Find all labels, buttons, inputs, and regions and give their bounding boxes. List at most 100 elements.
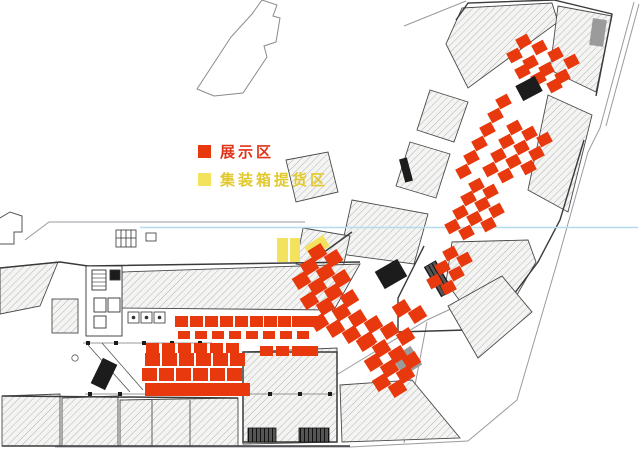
exhibition-marker <box>291 271 312 290</box>
exhibition-marker <box>521 125 538 142</box>
exhibition-marker <box>536 131 553 148</box>
exhibition-marker-group <box>142 33 580 398</box>
exhibition-marker <box>276 346 289 356</box>
exhibition-marker <box>194 343 207 353</box>
exhibition-marker <box>205 316 218 327</box>
exhibition-marker <box>162 343 175 353</box>
exhibition-marker <box>323 249 344 268</box>
exhibition-marker <box>145 383 160 396</box>
exhibition-marker <box>307 243 328 262</box>
exhibition-marker <box>315 297 336 316</box>
legend-item-exhibition: 展示区 <box>198 141 328 162</box>
exhibition-marker <box>440 279 457 296</box>
stair-block-1 <box>247 427 277 443</box>
escalator-marker <box>515 75 543 102</box>
exhibition-marker <box>444 218 461 235</box>
exhibition-marker <box>235 316 248 327</box>
exhibition-marker <box>531 39 548 56</box>
exhibition-marker <box>514 63 531 80</box>
legend: 展示区 集装箱提货区 <box>198 141 328 190</box>
exhibition-marker <box>162 353 177 366</box>
exhibition-marker <box>305 346 318 356</box>
service-grid-box <box>115 229 157 248</box>
exhibition-marker <box>250 316 263 327</box>
exhibition-marker <box>442 245 459 262</box>
exhibition-marker <box>339 289 360 308</box>
exhibition-marker <box>159 368 174 381</box>
exhibition-marker <box>487 107 504 124</box>
exhibition-marker <box>563 53 580 70</box>
exhibition-marker <box>513 139 530 156</box>
exhibition-marker <box>227 368 242 381</box>
exhibition-marker <box>175 316 188 327</box>
exhibition-marker <box>229 331 241 339</box>
exhibition-marker <box>178 331 190 339</box>
container-pickup-marker <box>277 238 288 262</box>
exhibition-marker <box>490 147 507 164</box>
wing-elevator-shaft <box>399 157 413 183</box>
exhibition-marker <box>471 135 488 152</box>
exhibition-marker <box>434 259 451 276</box>
exhibition-marker <box>305 316 318 327</box>
exhibition-marker <box>190 316 203 327</box>
exhibition-marker <box>278 316 291 327</box>
exhibition-marker <box>482 183 499 200</box>
exhibition-marker <box>190 383 205 396</box>
stair-core <box>85 265 123 337</box>
escalator-marker-group <box>90 75 543 391</box>
exhibition-marker <box>210 343 223 353</box>
exhibition-marker <box>466 210 483 227</box>
exhibition-marker <box>331 269 352 288</box>
exhibition-marker <box>371 373 392 392</box>
exhibition-marker <box>401 351 422 370</box>
exhibition-marker <box>145 353 160 366</box>
skylight-fixtures <box>127 311 166 324</box>
legend-item-container-pickup: 集装箱提货区 <box>198 169 328 190</box>
exhibition-marker <box>448 265 465 282</box>
exhibition-marker <box>160 383 175 396</box>
exhibition-marker <box>196 353 211 366</box>
legend-label-exhibition: 展示区 <box>220 143 275 161</box>
exhibition-marker <box>363 315 384 334</box>
exhibition-marker <box>299 257 320 276</box>
exhibition-marker <box>220 383 235 396</box>
exhibition-marker <box>452 204 469 221</box>
exhibition-marker <box>263 331 275 339</box>
exhibition-marker <box>280 331 292 339</box>
exhibition-marker <box>193 368 208 381</box>
exhibition-marker <box>235 383 250 396</box>
exhibition-marker <box>455 163 472 180</box>
exhibition-marker <box>323 283 344 302</box>
exhibition-marker <box>178 343 191 353</box>
exhibition-marker <box>297 331 309 339</box>
exhibition-marker <box>195 331 207 339</box>
exhibition-marker <box>226 343 239 353</box>
exhibition-marker <box>456 251 473 268</box>
exhibition-marker <box>488 202 505 219</box>
exhibition-marker <box>506 47 523 64</box>
container-pickup-swatch-icon <box>198 173 211 186</box>
exhibition-marker <box>246 331 258 339</box>
exhibition-marker <box>355 333 376 352</box>
exhibition-marker <box>379 359 400 378</box>
container-pickup-marker <box>290 238 300 262</box>
exhibition-marker <box>468 177 485 194</box>
exhibition-marker <box>230 353 245 366</box>
exhibition-swatch-icon <box>198 145 211 158</box>
exhibition-marker <box>426 273 443 290</box>
exhibition-marker <box>463 149 480 166</box>
exhibition-marker <box>407 305 428 324</box>
exhibition-marker <box>474 196 491 213</box>
exhibition-marker <box>391 299 412 318</box>
exhibition-marker <box>506 119 523 136</box>
exhibition-marker <box>146 343 159 353</box>
gray-unit-marker <box>589 18 607 47</box>
stair-block-2 <box>298 427 330 443</box>
exhibition-marker <box>260 346 273 356</box>
exhibition-marker <box>142 368 157 381</box>
escalator-marker <box>90 357 118 391</box>
exhibition-marker <box>546 77 563 94</box>
exhibition-marker <box>315 263 336 282</box>
